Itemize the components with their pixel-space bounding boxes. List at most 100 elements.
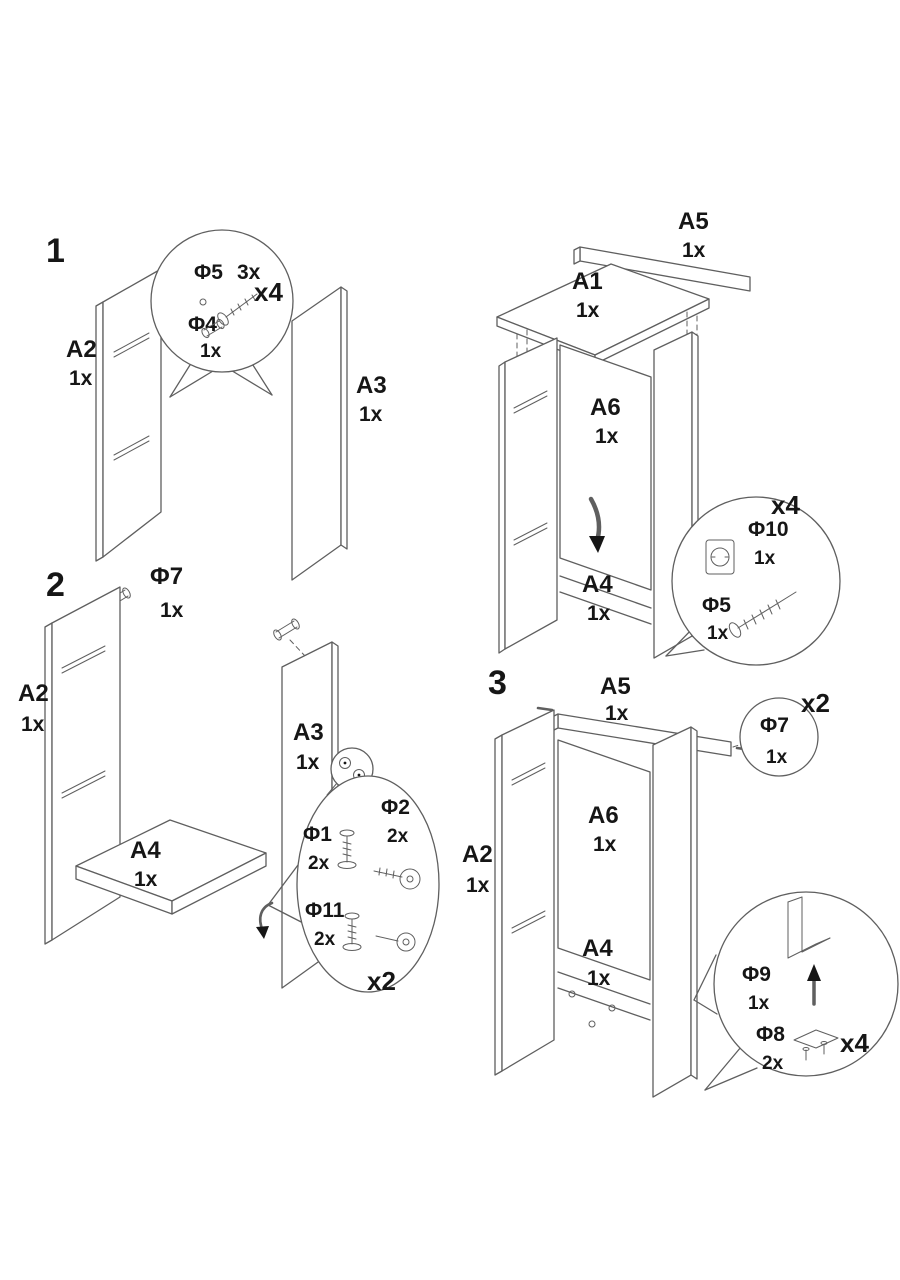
hardware-phi7-qty: 1x bbox=[160, 599, 184, 622]
side-panel-face bbox=[652, 726, 692, 1098]
panel-label: A4 bbox=[582, 935, 613, 962]
rail-end bbox=[573, 246, 581, 265]
hardware-phi8-qty: 2x bbox=[762, 1053, 784, 1074]
panel-qty: 1x bbox=[296, 751, 320, 774]
hardware-phi10-qty: 1x bbox=[754, 548, 776, 569]
bottom-board bbox=[557, 971, 651, 1021]
callout-ellipse bbox=[296, 775, 440, 993]
hardware-phi4-qty: 1x bbox=[200, 341, 222, 362]
callout-circle bbox=[150, 229, 294, 373]
callout-multiplier: x2 bbox=[367, 966, 396, 996]
alignment-dash bbox=[536, 706, 554, 712]
panel-qty: 1x bbox=[593, 833, 617, 856]
panel-label: A4 bbox=[582, 571, 613, 598]
dowel-icon bbox=[273, 618, 300, 641]
panel-qty: 1x bbox=[134, 868, 158, 891]
rail-label: A5 bbox=[678, 208, 709, 235]
panel-label: A3 bbox=[356, 372, 387, 399]
bracket-icon bbox=[793, 1029, 839, 1061]
hardware-phi9-label: Φ9 bbox=[742, 963, 771, 986]
panel-qty: 1x bbox=[69, 367, 93, 390]
cam-washer-icon bbox=[375, 932, 416, 952]
step-1-number: 1 bbox=[46, 232, 65, 270]
step2-hardware-callout: Φ1 2x Φ2 2x Φ11 2x bbox=[267, 775, 440, 996]
hardware-phi1-qty: 2x bbox=[308, 853, 330, 874]
hardware-phi2-qty: 2x bbox=[387, 826, 409, 847]
side-panel-face bbox=[504, 337, 558, 650]
step2-dowel-phi7: Φ7 1x bbox=[103, 563, 306, 657]
side-panel-edge bbox=[498, 361, 506, 654]
rail-label: A5 bbox=[600, 673, 631, 700]
hardware-phi11-label: Φ11 bbox=[305, 899, 345, 922]
step-1-section: 1 A2 1x A3 1x Φ5 3x x4 Φ4 bbox=[46, 229, 387, 581]
callout-multiplier: x4 bbox=[254, 277, 283, 307]
step-2-section: 2 Φ7 1x A2 1x bbox=[18, 563, 440, 996]
panel-label: A2 bbox=[18, 680, 49, 707]
back-panel-a6 bbox=[559, 344, 652, 591]
callout-circle bbox=[713, 891, 899, 1077]
leader-line bbox=[326, 782, 338, 796]
side-panel-edge bbox=[690, 726, 698, 1080]
screw-icon bbox=[728, 591, 797, 638]
bottom-board bbox=[559, 575, 652, 625]
panel-face bbox=[291, 286, 342, 581]
callout-multiplier: x4 bbox=[771, 490, 800, 520]
hardware-phi7-label: Φ7 bbox=[150, 563, 183, 590]
panel-qty: 1x bbox=[21, 713, 45, 736]
step-2-number: 2 bbox=[46, 566, 65, 604]
panel-edge bbox=[44, 622, 53, 945]
hardware-phi2-label: Φ2 bbox=[381, 796, 410, 819]
hardware-phi10-label: Φ10 bbox=[748, 518, 789, 541]
step3-cabinet: A6 1x A4 1x A2 1x bbox=[462, 709, 698, 1098]
panel-edge bbox=[95, 301, 104, 562]
alignment-dash bbox=[289, 639, 306, 657]
rail-qty: 1x bbox=[605, 702, 629, 725]
panel-qty: 1x bbox=[359, 403, 383, 426]
step1-panel-a2: A2 1x bbox=[66, 268, 162, 562]
panel-corner-icon bbox=[787, 896, 831, 959]
callout-circle bbox=[739, 697, 819, 777]
panel-face bbox=[102, 268, 162, 558]
step2-panel-a4: A4 1x bbox=[75, 819, 267, 915]
dowel-holes-strip bbox=[513, 390, 548, 546]
callout-tails bbox=[169, 361, 273, 398]
cam-housing-icon bbox=[705, 539, 735, 575]
assembly-rail-a5: A5 1x bbox=[573, 208, 751, 292]
dowel-holes-strip bbox=[113, 332, 150, 461]
hardware-phi5-label: Φ5 bbox=[702, 594, 731, 617]
insert-arrow-down-icon bbox=[588, 496, 605, 553]
hardware-phi8-label: Φ8 bbox=[756, 1023, 785, 1046]
side-panel-face bbox=[501, 709, 555, 1072]
assembly-cabinet: A6 1x A4 1x bbox=[498, 331, 699, 659]
panel-label: A1 bbox=[572, 268, 603, 295]
callout-tails bbox=[693, 954, 758, 1091]
hardware-phi11-qty: 2x bbox=[314, 929, 336, 950]
screw-icon bbox=[217, 293, 258, 326]
step2-panel-a2: A2 1x bbox=[18, 586, 121, 945]
panel-qty: 1x bbox=[576, 299, 600, 322]
hardware-phi4-label: Φ4 bbox=[188, 313, 217, 336]
hardware-phi7-label: Φ7 bbox=[760, 714, 789, 737]
panel-qty: 1x bbox=[466, 874, 490, 897]
panel-label: A6 bbox=[588, 802, 619, 829]
step2-assembly-section: A5 1x A1 1x A6 1x A4 1x bbox=[496, 208, 841, 666]
panel-label: A4 bbox=[130, 837, 161, 864]
hardware-phi5-qty: 1x bbox=[707, 623, 729, 644]
assembly-hardware-callout: x4 Φ10 1x Φ5 1x bbox=[665, 490, 841, 666]
dowel-holes-strip bbox=[511, 762, 546, 934]
panel-face bbox=[51, 586, 121, 941]
side-panel-edge bbox=[494, 734, 503, 1076]
panel-edge bbox=[171, 852, 267, 915]
cam-bolt-icon bbox=[337, 829, 357, 869]
insert-arrow-up-icon bbox=[807, 964, 821, 1006]
panel-qty: 1x bbox=[587, 967, 611, 990]
cam-bolt-icon bbox=[342, 912, 362, 951]
panel-label: A2 bbox=[462, 841, 493, 868]
step-3-number: 3 bbox=[488, 664, 507, 702]
hardware-phi5-qty: 3x bbox=[237, 261, 261, 284]
step3-phi7-callout: Φ7 1x x2 bbox=[732, 688, 830, 777]
step1-panel-a3: A3 1x bbox=[291, 286, 387, 581]
hardware-phi9-qty: 1x bbox=[748, 993, 770, 1014]
step-3-section: 3 A5 1x A6 1x A4 1x bbox=[462, 664, 899, 1098]
